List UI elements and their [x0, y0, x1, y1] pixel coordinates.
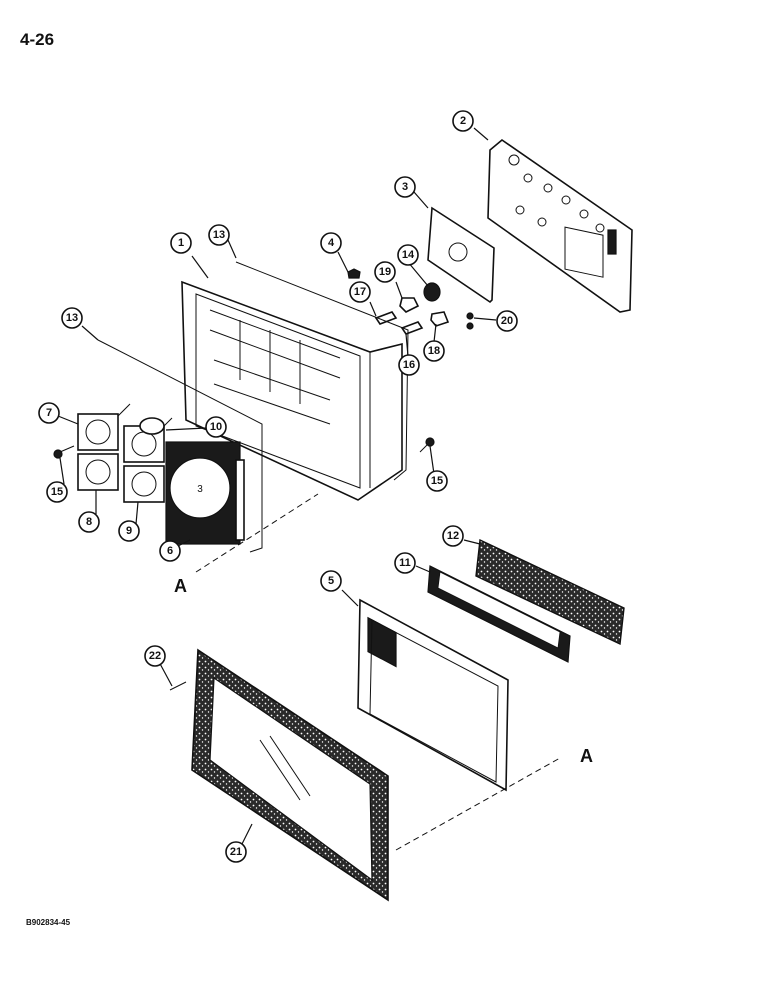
- tachometer-part-6: 3: [165, 441, 245, 545]
- svg-text:14: 14: [402, 249, 415, 261]
- callout-6: 6: [159, 540, 181, 562]
- callout-18: 18: [423, 340, 445, 362]
- svg-text:3: 3: [197, 484, 203, 495]
- alignment-line-a-lower: [395, 757, 561, 851]
- svg-text:21: 21: [230, 846, 242, 858]
- callout-15-right: 15: [426, 470, 448, 492]
- callout-21: 21: [225, 841, 247, 863]
- seal-part-13-front: [97, 339, 263, 553]
- front-lens-part-21: [191, 648, 389, 902]
- bolts-part-15: [53, 437, 435, 459]
- callout-9: 9: [118, 520, 140, 542]
- svg-text:6: 6: [167, 545, 173, 557]
- svg-text:13: 13: [66, 312, 78, 324]
- svg-text:3: 3: [402, 181, 408, 193]
- small-hardware-parts: [347, 268, 474, 335]
- svg-text:15: 15: [431, 475, 443, 487]
- callout-20: 20: [496, 310, 518, 332]
- callout-4: 4: [320, 232, 342, 254]
- callout-13-front: 13: [61, 307, 83, 329]
- callout-12: 12: [442, 525, 464, 547]
- instrument-housing-part-1: [181, 280, 403, 501]
- callout-2: 2: [452, 110, 474, 132]
- drawing-number: B902834-45: [26, 918, 71, 927]
- lens-strip-part-12: [475, 538, 625, 646]
- callout-17: 17: [349, 281, 371, 303]
- indicator-strip-part-11: [427, 565, 571, 663]
- callout-1: 1: [170, 232, 192, 254]
- callout-8: 8: [78, 511, 100, 533]
- svg-text:8: 8: [86, 516, 92, 528]
- callout-13-rear: 13: [208, 224, 230, 246]
- callout-11: 11: [394, 552, 416, 574]
- svg-text:1: 1: [178, 237, 184, 249]
- svg-text:4: 4: [328, 237, 335, 249]
- svg-text:2: 2: [460, 115, 466, 127]
- alignment-line-a-upper: [195, 493, 319, 573]
- svg-text:17: 17: [354, 286, 366, 298]
- reference-letter-a-left: A: [174, 576, 187, 596]
- svg-text:22: 22: [149, 650, 161, 662]
- callout-3: 3: [394, 176, 416, 198]
- svg-text:16: 16: [403, 359, 415, 371]
- bezel-frame-part-5: [357, 598, 509, 792]
- circuit-board-part-2: [487, 138, 633, 313]
- callout-22: 22: [144, 645, 166, 667]
- callout-10: 10: [205, 416, 227, 438]
- svg-text:7: 7: [46, 407, 52, 419]
- svg-text:10: 10: [210, 421, 222, 433]
- small-gauges-parts-7-8-9-10: [77, 403, 173, 503]
- callout-15-left: 15: [46, 481, 68, 503]
- reference-letter-a-right: A: [580, 746, 593, 766]
- svg-text:11: 11: [399, 557, 411, 569]
- svg-text:20: 20: [501, 315, 513, 327]
- svg-text:18: 18: [428, 345, 440, 357]
- svg-text:15: 15: [51, 486, 63, 498]
- callout-19: 19: [374, 261, 396, 283]
- svg-text:12: 12: [447, 530, 459, 542]
- callout-7: 7: [38, 402, 60, 424]
- callout-16: 16: [398, 354, 420, 376]
- callout-5: 5: [320, 570, 342, 592]
- page-number: 4-26: [20, 30, 55, 49]
- screw-part-22: [169, 681, 187, 691]
- svg-text:19: 19: [379, 266, 391, 278]
- svg-text:13: 13: [213, 229, 225, 241]
- seal-part-13-rear: [235, 261, 409, 481]
- svg-text:5: 5: [328, 575, 334, 587]
- gasket-part-3: [427, 206, 495, 304]
- callout-14: 14: [397, 244, 419, 266]
- leader-lines: [57, 127, 497, 845]
- svg-text:9: 9: [126, 525, 132, 537]
